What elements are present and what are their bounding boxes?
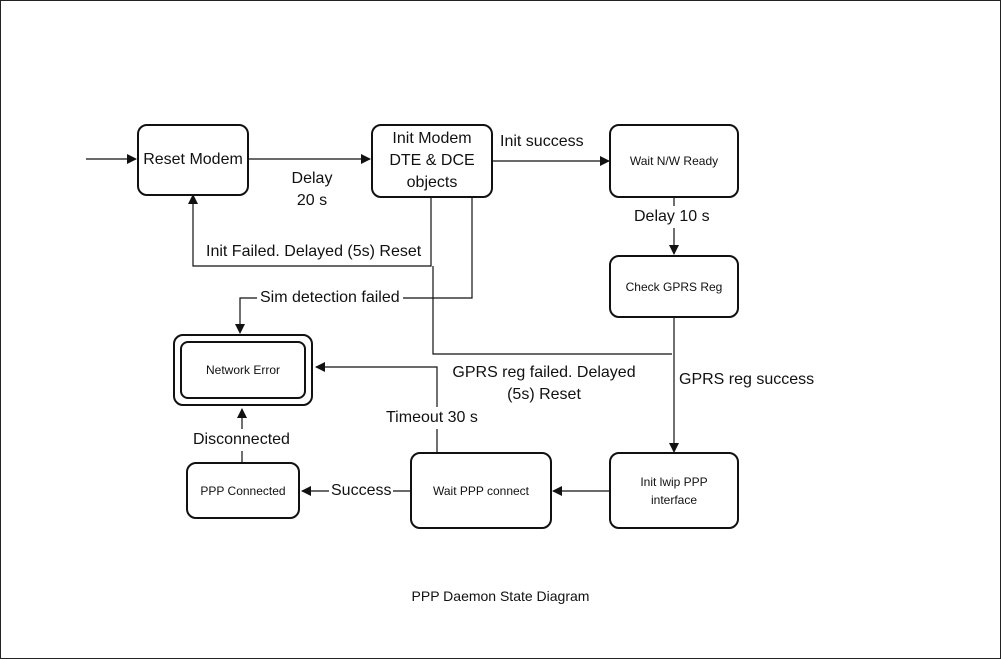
label-gprs-reg-failed: GPRS reg failed. Delayed (5s) Reset	[446, 362, 642, 406]
label-delay-10s: Delay 10 s	[634, 206, 710, 228]
state-reset-modem: Reset Modem	[137, 124, 249, 196]
label-gprs-reg-success: GPRS reg success	[679, 369, 815, 391]
label-success: Success	[329, 480, 394, 502]
label-disconnected: Disconnected	[190, 429, 293, 451]
state-init-lwip-ppp: Init lwip PPP interface	[609, 452, 739, 529]
state-init-lwip-ppp-label: Init lwip PPP interface	[640, 474, 708, 507]
state-ppp-connected: PPP Connected	[186, 462, 300, 519]
state-wait-ppp-connect: Wait PPP connect	[410, 452, 552, 529]
edge-gprs-failed	[432, 266, 672, 355]
state-network-error: Network Error	[173, 334, 313, 406]
label-timeout-30s: Timeout 30 s	[383, 407, 481, 429]
diagram-caption: PPP Daemon State Diagram	[411, 588, 590, 604]
state-reset-modem-label: Reset Modem	[143, 151, 243, 168]
state-network-error-inner: Network Error	[180, 341, 306, 399]
state-init-modem-label: Init Modem DTE & DCE objects	[389, 130, 475, 191]
state-ppp-connected-label: PPP Connected	[200, 483, 286, 498]
state-wait-ppp-connect-label: Wait PPP connect	[432, 483, 530, 498]
label-init-success: Init success	[500, 131, 584, 153]
state-network-error-label: Network Error	[205, 363, 280, 377]
state-check-gprs-reg-label: Check GPRS Reg	[625, 279, 723, 294]
label-sim-detection-failed: Sim detection failed	[257, 287, 403, 309]
state-init-modem: Init Modem DTE & DCE objects	[371, 124, 493, 198]
state-check-gprs-reg: Check GPRS Reg	[609, 255, 739, 318]
label-init-failed: Init Failed. Delayed (5s) Reset	[206, 241, 422, 263]
edge-init-failed	[188, 194, 432, 267]
state-wait-nw-ready-label: Wait N/W Ready	[629, 154, 719, 168]
state-wait-nw-ready: Wait N/W Ready	[609, 124, 739, 198]
label-delay-20s: Delay 20 s	[284, 168, 340, 212]
